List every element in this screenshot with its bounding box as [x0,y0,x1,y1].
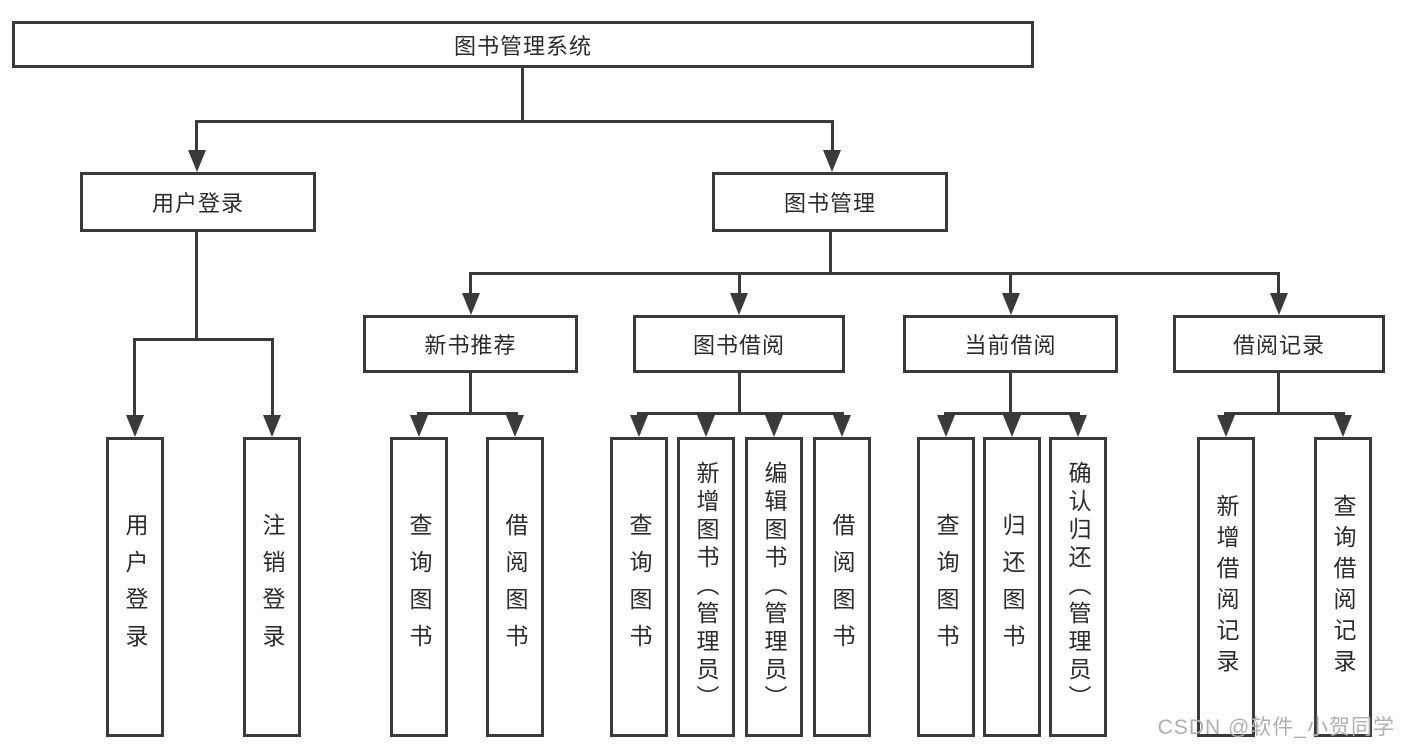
connector-line [521,68,524,123]
leaf-confirm-return-admin: 确认归还（管理员） [1049,437,1107,737]
connector-line [133,338,274,341]
leaf-query-borrow-record: 查询借阅记录 [1314,437,1372,737]
connector-line [469,272,472,293]
arrow-down-icon [462,293,480,315]
connector-line [417,412,518,415]
node-borrow-records: 借阅记录 [1173,315,1385,373]
leaf-logout: 注销登录 [243,437,301,737]
leaf-add-borrow-record: 新增借阅记录 [1197,437,1255,737]
connector-line [831,120,834,150]
leaf-borrow-books-2: 借阅图书 [813,437,871,737]
node-book-management: 图书管理 [712,172,948,232]
node-new-book-recommend: 新书推荐 [363,315,578,373]
node-book-borrow: 图书借阅 [633,315,845,373]
arrow-down-icon [1334,415,1352,437]
leaf-user-login: 用户登录 [106,437,164,737]
leaf-edit-books-admin: 编辑图书（管理员） [745,437,803,737]
arrow-down-icon [1217,415,1235,437]
leaf-return-books: 归还图书 [983,437,1041,737]
watermark: CSDN @软件_小贺同学 [1157,716,1395,739]
leaf-query-books-1: 查询图书 [390,437,448,737]
connector-line [637,412,844,415]
arrow-down-icon [1003,415,1021,437]
leaf-query-books-3: 查询图书 [917,437,975,737]
connector-line [133,338,136,415]
arrow-down-icon [1002,293,1020,315]
arrow-down-icon [263,415,281,437]
connector-line [469,272,1280,275]
connector-line [271,338,274,415]
connector-line [738,272,741,293]
arrow-down-icon [630,415,648,437]
connector-line [738,373,741,415]
arrow-down-icon [126,415,144,437]
connector-line [829,232,832,275]
arrow-down-icon [1069,415,1087,437]
connector-line [1277,373,1280,415]
arrow-down-icon [410,415,428,437]
connector-line [1009,272,1012,293]
connector-line [1224,412,1345,415]
connector-line [469,373,472,415]
arrow-down-icon [937,415,955,437]
arrow-down-icon [188,150,206,172]
node-root: 图书管理系统 [12,21,1034,68]
arrow-down-icon [730,293,748,315]
arrow-down-icon [506,415,524,437]
node-user-login-group: 用户登录 [80,172,316,232]
connector-line [195,232,198,341]
connector-line [195,120,834,123]
leaf-add-books-admin: 新增图书（管理员） [677,437,735,737]
arrow-down-icon [823,150,841,172]
connector-line [195,120,198,150]
connector-line [1009,373,1012,415]
arrow-down-icon [765,415,783,437]
leaf-borrow-books-1: 借阅图书 [486,437,544,737]
arrow-down-icon [1270,293,1288,315]
node-current-borrow: 当前借阅 [903,315,1118,373]
leaf-query-books-2: 查询图书 [610,437,668,737]
connector-line [944,412,1080,415]
connector-line [1277,272,1280,293]
arrow-down-icon [833,415,851,437]
arrow-down-icon [697,415,715,437]
